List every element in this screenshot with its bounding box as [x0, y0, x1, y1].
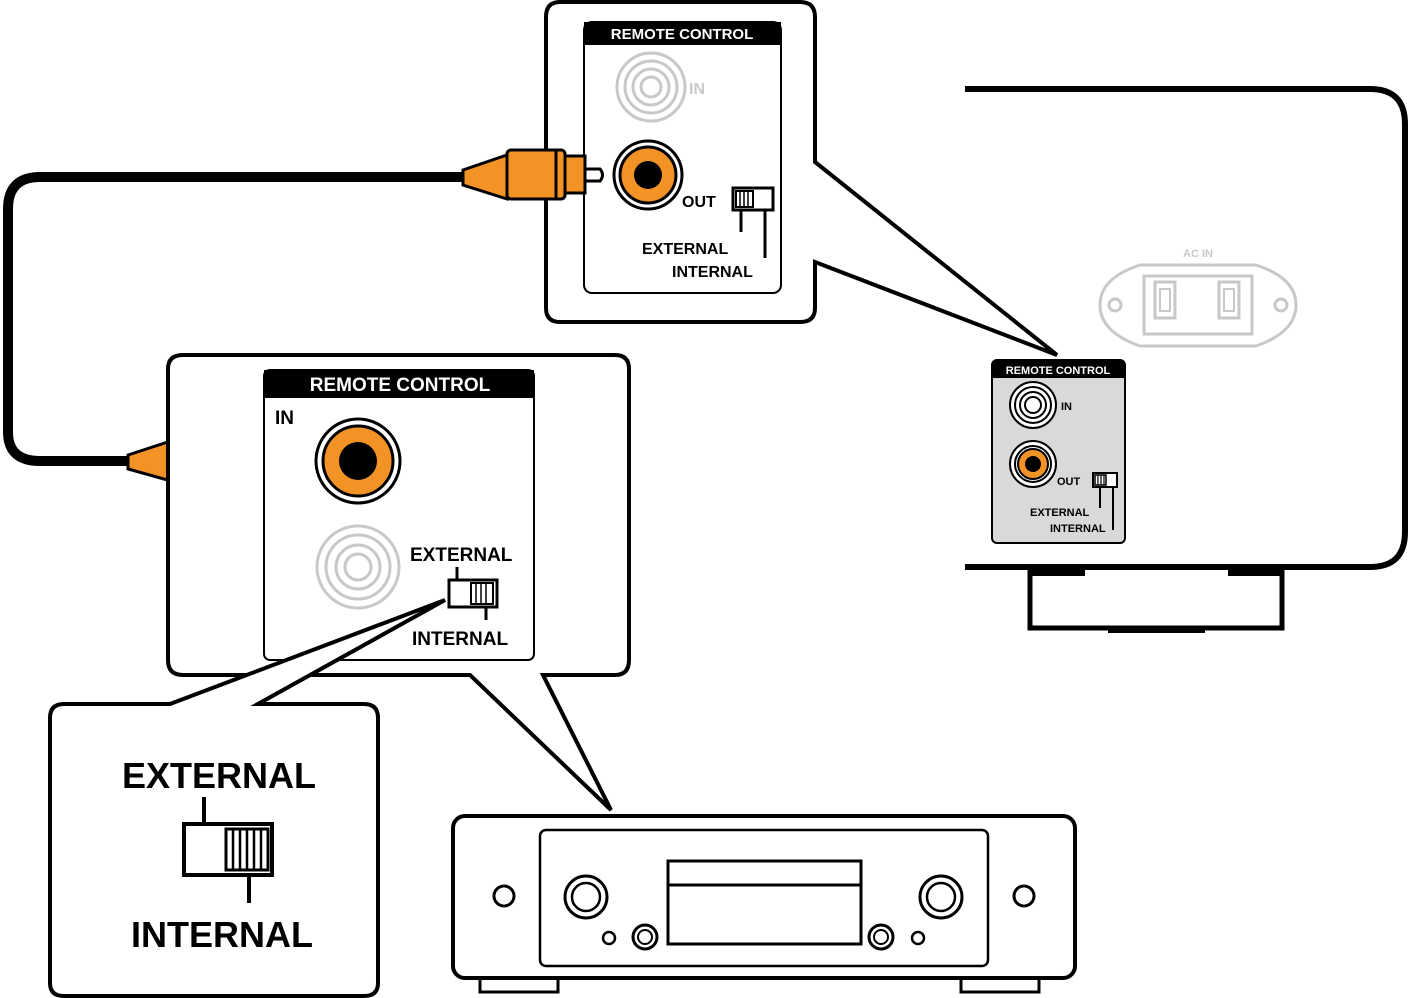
- rca-jack-icon: [612, 139, 684, 211]
- rca-jack-icon: [314, 417, 402, 505]
- top-callout-header: REMOTE CONTROL: [611, 26, 754, 43]
- top-external-label: EXTERNAL: [642, 241, 728, 258]
- rca-jack-icon: [1009, 440, 1057, 488]
- bottom-internal-label: INTERNAL: [412, 629, 508, 650]
- rca-cable: [3, 172, 465, 466]
- rear-out-label: OUT: [1057, 476, 1081, 488]
- rear-device: AC IN REMOTE CONTROL IN OUT: [965, 86, 1408, 633]
- bottom-external-label: EXTERNAL: [410, 545, 513, 566]
- rca-plug-icon: [461, 148, 604, 202]
- rca-jack-icon: [1009, 381, 1057, 429]
- rear-in-label: IN: [1061, 401, 1072, 413]
- bottom-callout: REMOTE CONTROL IN EXTERNAL INTERNAL: [166, 353, 631, 812]
- rear-external-label: EXTERNAL: [1030, 507, 1090, 519]
- top-out-label: OUT: [682, 194, 716, 211]
- rca-jack-icon: [615, 51, 687, 123]
- rear-internal-label: INTERNAL: [1050, 523, 1106, 535]
- slide-switch-icon: [182, 797, 274, 903]
- rear-remote-panel: REMOTE CONTROL IN OUT: [991, 359, 1126, 544]
- bottom-callout-header: REMOTE CONTROL: [310, 375, 491, 396]
- rear-panel-header: REMOTE CONTROL: [1006, 365, 1111, 377]
- rca-jack-icon: [315, 524, 401, 610]
- slide-switch-icon: [731, 186, 775, 258]
- top-callout: REMOTE CONTROL IN OUT EXTERNAL INTERNAL: [544, 0, 1059, 357]
- cd-player-icon: [451, 814, 1077, 994]
- zoom-external-label: EXTERNAL: [122, 755, 316, 796]
- zoom-internal-label: INTERNAL: [131, 914, 313, 955]
- top-internal-label: INTERNAL: [672, 264, 753, 281]
- slide-switch-icon: [1092, 472, 1118, 530]
- bottom-in-label: IN: [275, 408, 294, 429]
- top-in-label: IN: [689, 81, 705, 98]
- ac-inlet-icon: [1098, 263, 1298, 348]
- slide-switch-icon: [447, 567, 499, 620]
- ac-in-label: AC IN: [1183, 248, 1213, 260]
- switch-zoom-callout: EXTERNAL INTERNAL: [48, 598, 446, 998]
